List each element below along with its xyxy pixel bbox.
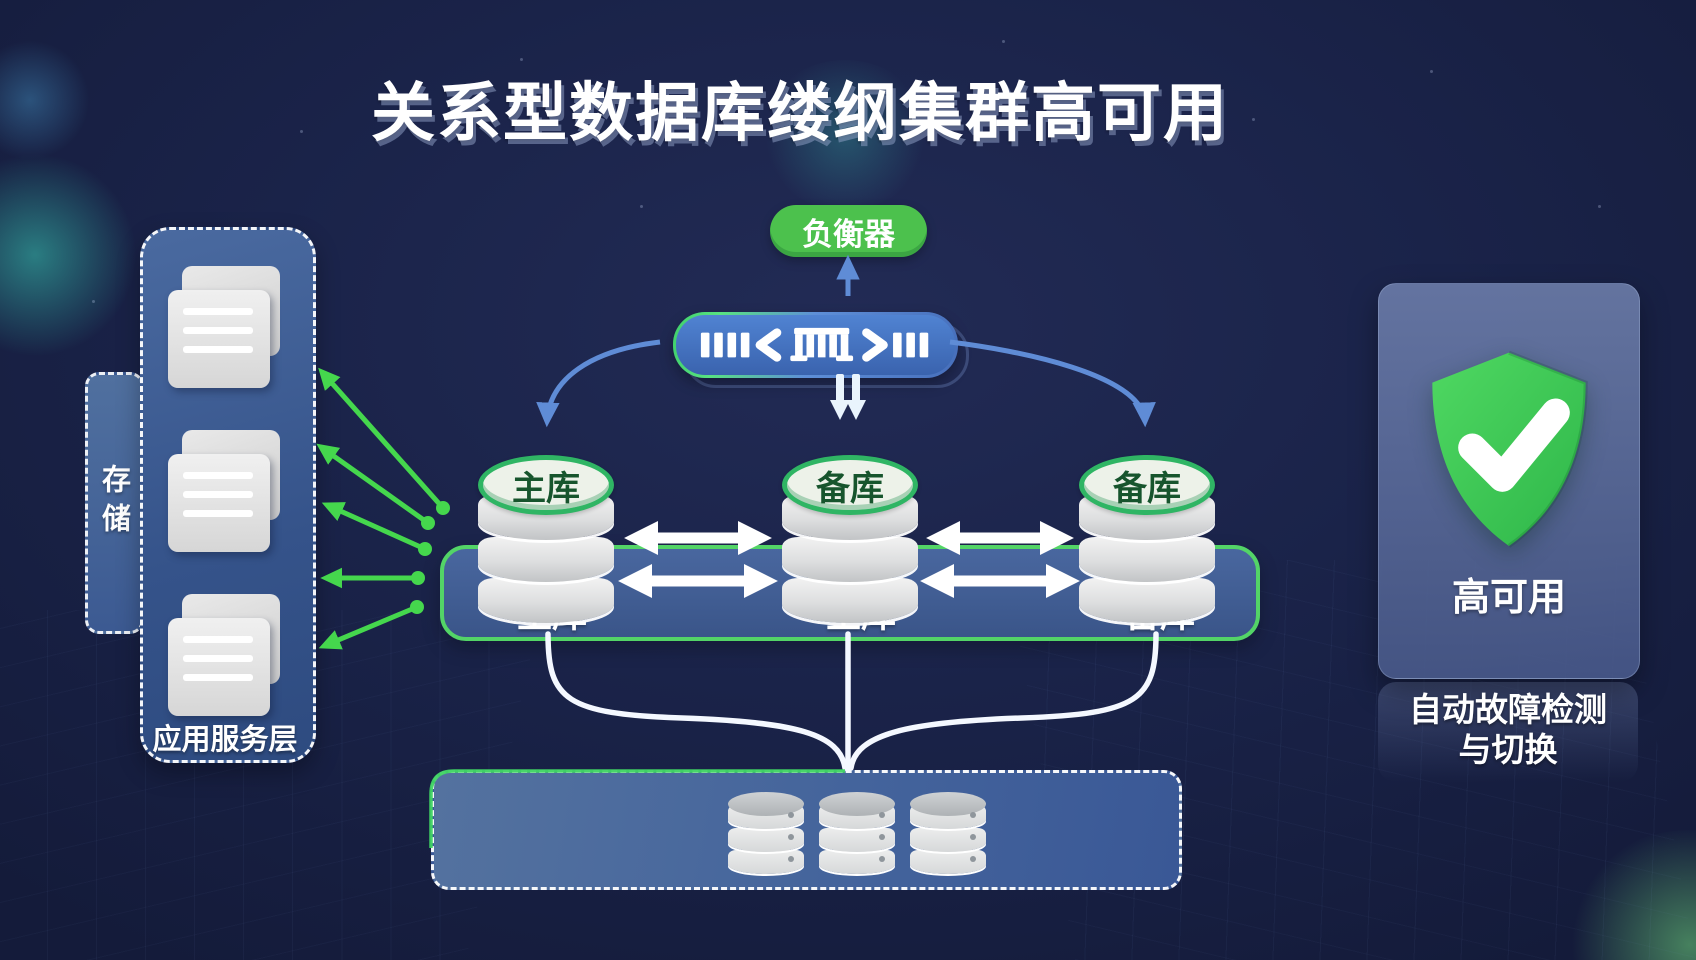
star-dot: [1002, 40, 1005, 43]
ha-card: 高可用: [1378, 283, 1640, 679]
star-dot: [640, 205, 643, 208]
green-glow-decoration: [1560, 830, 1696, 960]
storage-cylinder-icon: [819, 792, 895, 874]
barcode-icon: [700, 327, 928, 362]
storage-side-box: 存储: [85, 372, 144, 634]
database-cylinder-standby-1: 备库: [782, 455, 918, 627]
database-icon: 备库: [1079, 455, 1215, 515]
ha-card-title: 高可用: [1451, 575, 1566, 619]
star-dot: [300, 130, 303, 133]
load-balancer-pill: 负衡器: [770, 205, 927, 257]
star-dot: [1598, 205, 1601, 208]
ha-card-subtitle: 自动故障检测 与切换: [1338, 690, 1678, 770]
db-top-label: 主库: [512, 468, 580, 509]
storage-label: 存储: [97, 464, 132, 542]
star-dot: [92, 300, 95, 303]
load-balancer-label: 负衡器: [802, 216, 895, 253]
database-icon: 主库: [478, 455, 614, 515]
database-icon: 备库: [782, 455, 918, 515]
star-dot: [1430, 70, 1433, 73]
shield-check-icon: [1432, 350, 1588, 548]
ha-subtitle-line-1: 自动故障检测: [1409, 690, 1607, 729]
database-cylinder-primary: 主库: [478, 455, 614, 627]
storage-converge-lines: [545, 631, 1159, 773]
ha-subtitle-line-2: 与切换: [1458, 730, 1558, 769]
shared-storage-box: [431, 770, 1182, 890]
star-dot: [1252, 118, 1255, 121]
document-stack-icon: [168, 266, 280, 388]
blue-arrow-to-primary: [536, 339, 661, 428]
teal-glow-decoration-small: [0, 40, 90, 160]
document-stack-icon: [168, 430, 280, 552]
storage-cylinder-icon: [910, 792, 986, 874]
teal-glow-decoration: [0, 150, 140, 360]
blue-arrow-to-standby: [949, 339, 1156, 428]
app-connection-lines: [316, 367, 445, 650]
app-layer-label: 应用服务层: [152, 722, 298, 756]
database-cylinder-standby-2: 备库: [1079, 455, 1215, 627]
db-top-label: 备库: [1113, 468, 1181, 509]
page-title: 关系型数据库缕纲集群高可用: [371, 77, 1229, 151]
storage-cylinder-icon: [728, 792, 804, 874]
document-stack-icon: [168, 594, 280, 716]
db-top-label: 备库: [816, 468, 884, 509]
proxy-bar: [673, 312, 958, 378]
star-dot: [520, 58, 523, 61]
ha-card-reflection: [1378, 682, 1638, 782]
